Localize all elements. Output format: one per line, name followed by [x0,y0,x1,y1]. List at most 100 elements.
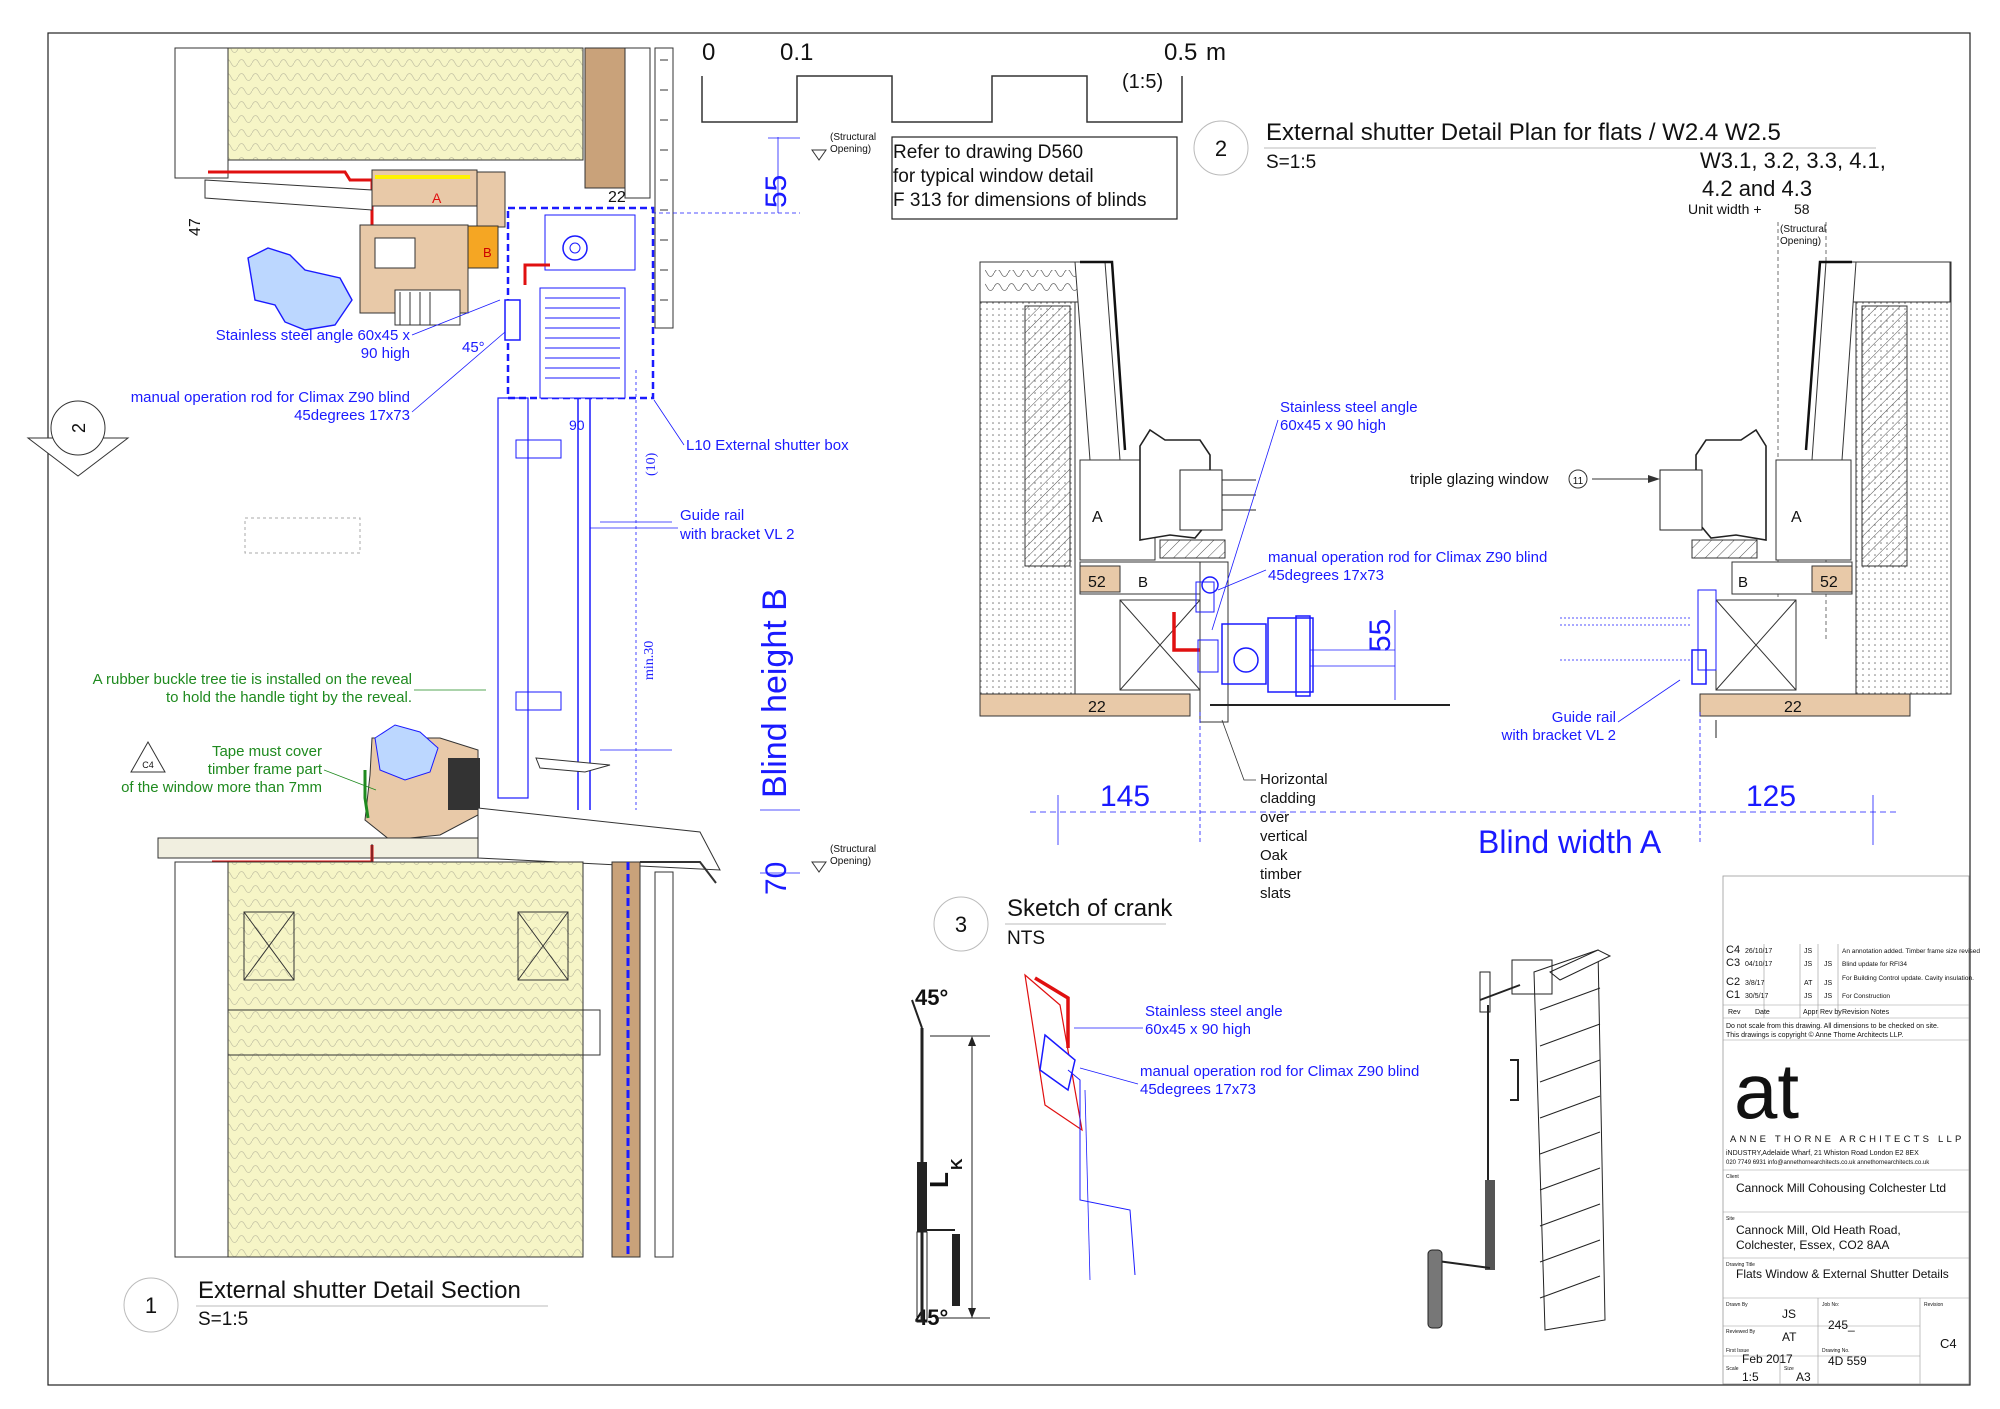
firm-name: ANNE THORNE ARCHITECTS LLP [1730,1134,1965,1145]
d2-blind-width: Blind width A [1478,824,1662,860]
d2-label-b-right: B [1738,574,1748,591]
d2-rod-l1: manual operation rod for Climax Z90 blin… [1268,549,1547,566]
rev-row-2-appr: JS [1804,961,1813,968]
rev-row-3-date: 3/8/17 [1745,980,1765,987]
size-value: A3 [1796,1370,1811,1384]
detail-3-number-circle [933,896,989,952]
d2-label-a-left: A [1092,509,1103,526]
blind-height-label: Blind height B [756,588,794,798]
d1-guide-l1: Guide rail [680,507,744,524]
d1-tape-l2: timber frame part [208,761,323,778]
reviewed-label: Reviewed By [1726,1329,1756,1335]
d3-lk-sub: K [949,1158,966,1170]
detail-2-list-l2: 4.2 and 4.3 [1702,176,1812,201]
rev-row-4-appr: JS [1804,993,1813,1000]
unit-58: 58 [1794,201,1810,217]
d1-steel-angle-l1: Stainless steel angle 60x45 x [216,327,411,344]
scale-bar: 0 0.1 0.5 m (1:5) [701,39,1226,123]
label-b-orange: B [483,245,492,260]
scale-value: 1:5 [1742,1370,1759,1384]
job-value: 245_ [1828,1318,1855,1332]
site-line-2: Colchester, Essex, CO2 8AA [1736,1238,1889,1252]
firm-address: iNDUSTRY,Adelaide Wharf, 21 Whiston Road… [1726,1150,1919,1157]
d3-steel-l2: 60x45 x 90 high [1145,1021,1251,1038]
rev-row-2-notes: Blind update for RFI34 [1842,961,1907,968]
d3-steel-l1: Stainless steel angle [1145,1003,1283,1020]
struct-opening-3a: (Structural [1780,224,1826,235]
scale-tick-2: 0.5 [1164,39,1197,66]
scale-unit: m [1206,39,1226,66]
d1-buckle-l2: to hold the handle tight by the reveal. [166,689,412,706]
dno-label: Drawing No. [1822,1348,1850,1354]
issue-label: First Issue [1726,1348,1749,1354]
dim-47: 47 [187,218,204,236]
dim-55: 55 [760,175,793,208]
rev-row-4-revby: JS [1824,993,1833,1000]
scale-ratio: (1:5) [1122,71,1163,93]
rev-row-1-date: 26/10/17 [1745,948,1772,955]
detail-2-number-circle [1193,120,1249,176]
detail-1-scale: S=1:5 [198,1309,248,1330]
struct-opening-2b: Opening) [830,856,871,867]
site-line-1: Cannock Mill, Old Heath Road, [1736,1223,1901,1237]
dim-10: (10) [644,452,659,476]
drawn-value: JS [1782,1307,1796,1321]
dim-70: 70 [760,862,793,895]
detail-3-crank: 3 Sketch of crank NTS 45° 45° L K Stainl… [911,895,1612,1331]
rev-row-2-revby: JS [1824,961,1833,968]
firm-logo: at [1734,1047,1799,1135]
detail-2-scale: S=1:5 [1266,152,1316,173]
issue-value: Feb 2017 [1742,1352,1793,1366]
dim-22-top: 22 [608,189,626,206]
d3-angle-top: 45° [915,985,948,1010]
rev-row-4-date: 30/5/17 [1745,993,1768,1000]
rev-row-2-date: 04/10/17 [1745,961,1772,968]
rev-row-3-rev: C2 [1726,976,1740,988]
client-label: Client [1726,1174,1739,1180]
detail-3-scale: NTS [1007,928,1045,949]
d3-rod-l2: 45degrees 17x73 [1140,1081,1256,1098]
d2-label-b-left: B [1138,574,1148,591]
disclaimer-l1: Do not scale from this drawing. All dime… [1726,1023,1939,1030]
firm-contact: 020 7749 6931 info@annethornearchitects.… [1726,1160,1930,1166]
d1-guide-l2: with bracket VL 2 [679,526,795,543]
detail-1-title: External shutter Detail Section [198,1277,521,1304]
d1-steel-angle-l2: 90 high [361,345,410,362]
rev-row-4-notes: For Construction [1842,993,1890,1000]
detail-2-number: 2 [1215,136,1227,161]
revision-triangle [130,740,166,773]
site-label: Site [1726,1216,1735,1222]
rev-row-3-appr: AT [1804,980,1813,987]
d2-horiz-l3: over [1260,809,1289,826]
d3-lk: L [924,1172,954,1188]
client-value: Cannock Mill Cohousing Colchester Ltd [1736,1181,1946,1195]
hdr-revby: Rev by [1820,1009,1842,1016]
d2-label-a-right: A [1791,509,1802,526]
d2-dim-125: 125 [1746,780,1796,813]
hdr-notes: Revision Notes [1842,1009,1890,1016]
d2-steel-l1: Stainless steel angle [1280,399,1418,416]
revision-label: Revision [1924,1302,1943,1308]
d2-rod-l2: 45degrees 17x73 [1268,567,1384,584]
revision-rows: C4 26/10/17 JS An annotation added. Timb… [1726,944,1980,1001]
d2-dim-145: 145 [1100,780,1150,813]
hdr-date: Date [1755,1009,1770,1016]
d3-rod-l1: manual operation rod for Climax Z90 blin… [1140,1063,1419,1080]
dtitle-label: Drawing Title [1726,1262,1755,1268]
d2-steel-l2: 60x45 x 90 high [1280,417,1386,434]
struct-opening-3b: Opening) [1780,236,1821,247]
d2-horiz-l2: cladding [1260,790,1316,807]
d1-tape-l1: Tape must cover [212,743,322,760]
rev-row-1-appr: JS [1804,948,1813,955]
hdr-appr: Appr [1803,1009,1818,1016]
unit-width-label: Unit width + [1688,201,1762,217]
size-label: Size [1784,1366,1794,1372]
d2-dim-22-right: 22 [1784,699,1802,716]
disclaimer-l2: This drawings is copyright © Anne Thorne… [1726,1031,1903,1039]
rev-row-3-notes: For Building Control update. Cavity insu… [1842,975,1974,982]
rev-row-1-rev: C4 [1726,944,1740,956]
dtitle-value: Flats Window & External Shutter Details [1736,1267,1949,1281]
hdr-rev: Rev [1728,1009,1741,1016]
angle-45: 45° [462,339,485,356]
